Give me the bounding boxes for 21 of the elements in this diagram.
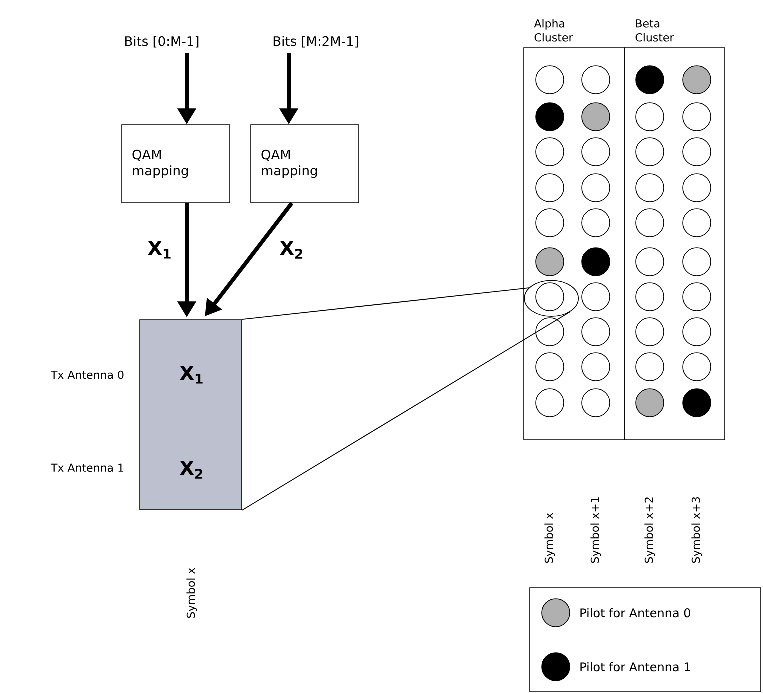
edge-label: X$_{2}$ — [278, 240, 306, 260]
symbol-box: X$_{1}$ X$_{2}$ — [140, 320, 242, 510]
legend-label: Pilot for Antenna 1 — [580, 662, 690, 672]
symbol-label: Symbol x+1 — [590, 498, 602, 564]
edge-label: X$_{1}$ — [146, 240, 174, 260]
highlight-ellipse — [524, 280, 579, 317]
input-label: Bits [0:M-1] — [126, 36, 199, 48]
cluster-panel: Beta Cluster — [624, 20, 726, 440]
symbol-label: Symbol x+3 — [692, 497, 702, 564]
symbol-label: Symbol x — [186, 568, 198, 618]
mapping-box: QAM mapping — [122, 124, 230, 204]
antenna-label: Tx Antenna 1 — [50, 464, 124, 472]
legend-label: Pilot for Antenna 0 — [580, 608, 690, 618]
symbol-label: Symbol x — [544, 513, 556, 564]
node-label: Beta Cluster — [636, 20, 674, 42]
mapping-box: QAM mapping — [250, 124, 360, 204]
node-label: Alpha Cluster — [534, 19, 574, 42]
cluster-panel: Alpha Cluster — [524, 19, 626, 440]
symbol-label: Symbol x+2 — [644, 498, 656, 564]
antenna-label: Tx Antenna 0 — [50, 370, 124, 380]
input-label: Bits [M:2M-1] — [274, 36, 358, 48]
